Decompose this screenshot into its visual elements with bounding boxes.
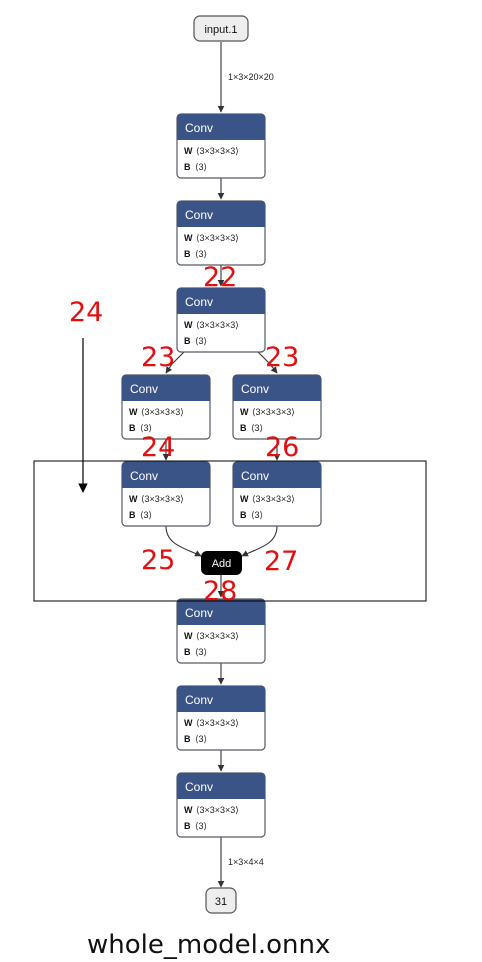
weight-shape: ⟨3×3×3×3⟩ — [252, 494, 295, 504]
weight-key: W — [184, 146, 193, 156]
bias-shape: ⟨3⟩ — [251, 423, 263, 433]
edges — [162, 42, 281, 888]
conv-node-title: Conv — [241, 469, 269, 483]
bias-key: B — [184, 336, 191, 346]
weight-key: W — [184, 320, 193, 330]
input-node-label: input.1 — [204, 24, 237, 36]
input-node[interactable]: input.1 — [193, 15, 249, 42]
conv-node-header — [233, 462, 321, 488]
bias-shape: ⟨3⟩ — [251, 510, 263, 520]
bias-key: B — [129, 510, 136, 520]
annotation-left-marker: 24 — [69, 297, 103, 328]
conv-node-header — [233, 375, 321, 401]
conv-node-header — [177, 288, 265, 314]
annotation-frame — [33, 460, 427, 602]
weight-key: W — [184, 718, 193, 728]
conv-nodes: ConvW⟨3×3×3×3⟩B⟨3⟩ConvW⟨3×3×3×3⟩B⟨3⟩Conv… — [121, 113, 322, 838]
annotation-edge-24: 24 — [141, 432, 175, 463]
conv-node-title: Conv — [185, 693, 213, 707]
conv-node-title: Conv — [130, 469, 158, 483]
weight-shape: ⟨3×3×3×3⟩ — [141, 494, 184, 504]
conv-node-title: Conv — [185, 606, 213, 620]
weight-shape: ⟨3×3×3×3⟩ — [196, 146, 239, 156]
add-node-label: Add — [212, 558, 232, 570]
edge-conv3-conv5 — [257, 351, 278, 374]
weight-key: W — [240, 407, 249, 417]
conv-node-title: Conv — [185, 121, 213, 135]
conv-node-title: Conv — [185, 208, 213, 222]
conv-node-header — [122, 375, 210, 401]
annotation-edge-25: 25 — [141, 545, 175, 576]
annotation-edge-23-right: 23 — [265, 342, 299, 373]
bias-key: B — [184, 647, 191, 657]
output-node[interactable]: 31 — [205, 887, 237, 914]
conv-node-header — [177, 773, 265, 799]
conv-node-title: Conv — [185, 295, 213, 309]
bias-shape: ⟨3⟩ — [140, 510, 152, 520]
bias-key: B — [129, 423, 136, 433]
caption: whole_model.onnx — [87, 930, 330, 960]
bias-key: B — [184, 249, 191, 259]
weight-shape: ⟨3×3×3×3⟩ — [196, 718, 239, 728]
weight-shape: ⟨3×3×3×3⟩ — [196, 631, 239, 641]
output-node-label: 31 — [215, 896, 227, 908]
weight-key: W — [184, 233, 193, 243]
conv-node-header — [177, 114, 265, 140]
bias-shape: ⟨3⟩ — [195, 821, 207, 831]
edge-conv6-add — [165, 525, 202, 557]
weight-shape: ⟨3×3×3×3⟩ — [196, 320, 239, 330]
weight-shape: ⟨3×3×3×3⟩ — [196, 805, 239, 815]
bias-key: B — [184, 162, 191, 172]
annotation-edge-27: 27 — [264, 546, 298, 577]
bias-shape: ⟨3⟩ — [195, 162, 207, 172]
bias-key: B — [240, 510, 247, 520]
add-node[interactable]: Add — [201, 551, 242, 575]
bias-key: B — [184, 821, 191, 831]
annotation-edge-22: 22 — [203, 262, 237, 293]
weight-shape: ⟨3×3×3×3⟩ — [252, 407, 295, 417]
edge-conv7-add — [241, 525, 278, 557]
weight-key: W — [240, 494, 249, 504]
conv-node-header — [177, 686, 265, 712]
conv-node-header — [177, 201, 265, 227]
output-shape-label: 1×3×4×4 — [228, 857, 264, 867]
conv-node-title: Conv — [185, 780, 213, 794]
bias-shape: ⟨3⟩ — [140, 423, 152, 433]
annotation-edge-26: 26 — [265, 432, 299, 463]
weight-key: W — [129, 494, 138, 504]
weight-key: W — [184, 631, 193, 641]
bias-shape: ⟨3⟩ — [195, 647, 207, 657]
bias-key: B — [184, 734, 191, 744]
weight-shape: ⟨3×3×3×3⟩ — [141, 407, 184, 417]
bias-key: B — [240, 423, 247, 433]
conv-node-title: Conv — [130, 382, 158, 396]
annotation-edge-28: 28 — [203, 576, 237, 607]
conv-node-title: Conv — [241, 382, 269, 396]
annotation-edge-23-left: 23 — [141, 342, 175, 373]
weight-key: W — [184, 805, 193, 815]
weight-shape: ⟨3×3×3×3⟩ — [196, 233, 239, 243]
input-shape-label: 1×3×20×20 — [228, 72, 274, 82]
conv-node-header — [177, 599, 265, 625]
conv-node-header — [122, 462, 210, 488]
bias-shape: ⟨3⟩ — [195, 249, 207, 259]
bias-shape: ⟨3⟩ — [195, 336, 207, 346]
edge-conv3-conv4 — [165, 351, 185, 374]
weight-key: W — [129, 407, 138, 417]
bias-shape: ⟨3⟩ — [195, 734, 207, 744]
